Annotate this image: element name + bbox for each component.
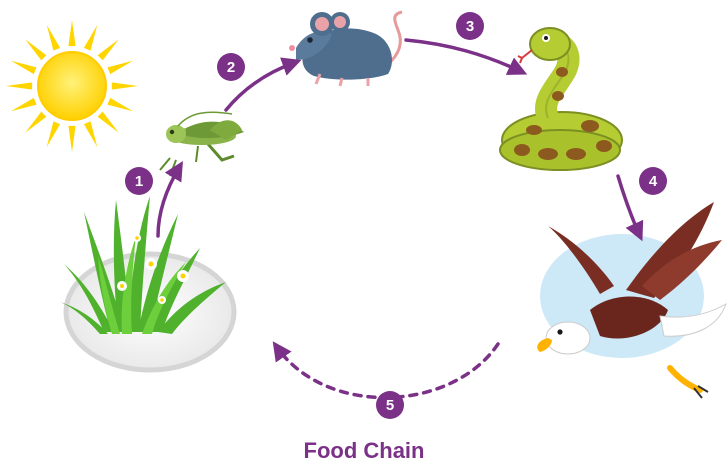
step-number-1: 1 — [135, 173, 143, 190]
sun-ray — [98, 39, 119, 60]
step-number-4: 4 — [649, 173, 658, 190]
grass-icon — [60, 196, 234, 370]
eagle-icon — [537, 202, 726, 398]
step-badge-1: 1 — [125, 167, 153, 195]
sun-ray — [11, 98, 37, 111]
mouse-icon — [289, 12, 402, 86]
sun-ray — [84, 25, 97, 51]
arrow-3 — [406, 40, 522, 72]
sun-ray — [47, 25, 60, 51]
step-number-5: 5 — [386, 397, 394, 414]
grasshopper-icon — [160, 112, 244, 176]
sun-ray — [6, 82, 32, 89]
step-badge-3: 3 — [456, 12, 484, 40]
sun-ray — [68, 20, 75, 46]
sun-ray — [112, 82, 138, 89]
sun-ray — [47, 121, 60, 147]
sun-ray — [68, 126, 75, 152]
step-badge-4: 4 — [639, 167, 667, 195]
sun-ray — [11, 61, 37, 74]
arrow-5 — [276, 344, 498, 398]
snake-icon — [500, 28, 622, 170]
step-number-3: 3 — [466, 18, 474, 35]
sun-ray — [107, 61, 133, 74]
step-number-2: 2 — [227, 59, 235, 76]
arrow-4 — [618, 176, 640, 236]
step-badge-5: 5 — [376, 391, 404, 419]
sun-icon — [6, 20, 138, 152]
sun-ray — [98, 112, 119, 133]
sun-ray — [107, 98, 133, 111]
arrow-1 — [158, 166, 180, 236]
sun-ray — [25, 112, 46, 133]
sun-ray — [25, 39, 46, 60]
diagram-title: Food Chain — [0, 438, 728, 464]
step-badge-2: 2 — [217, 53, 245, 81]
sun-ray — [84, 121, 97, 147]
